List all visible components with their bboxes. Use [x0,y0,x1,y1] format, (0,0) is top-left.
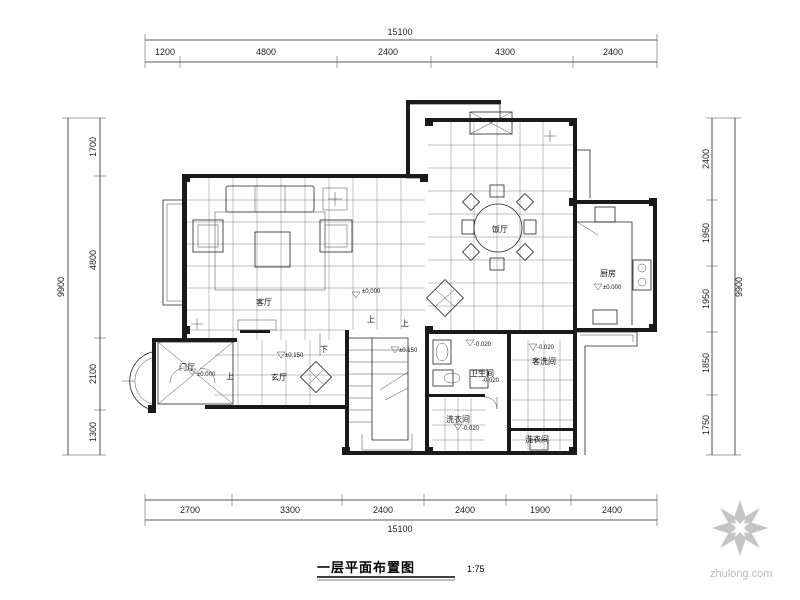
stair-down: 下 [320,345,328,354]
level-bath-a: -0.020 [474,342,492,348]
level-markers [187,283,603,431]
top-total-dim: 15100 [387,27,412,37]
sofa-set [192,185,353,291]
watermark-text: zhulong.com [710,568,772,580]
foyer-bay [122,351,153,411]
entry-floor-grid [215,340,345,407]
room-kitchen: 厨房 [600,268,616,278]
level-bath-b: -0.020 [482,378,500,384]
bottom-dim-2: 3300 [280,505,300,515]
room-entry-hall: 玄厅 [271,372,287,382]
room-foyer: 门厅 [179,362,195,372]
stair-up-2: 上 [401,319,409,328]
level-entry-b: ±0.150 [399,348,418,354]
level-kitchen: ±0.000 [603,285,622,291]
bath-floor-grid [432,340,575,452]
kitchen-bay [577,331,638,455]
level-entry-a: ±0.150 [285,353,304,359]
stairs [319,333,413,451]
left-dim-2: 4800 [88,250,98,270]
room-utility: 洗衣间 [525,434,549,444]
bathroom-fixtures [432,339,549,451]
bottom-total-dim: 15100 [387,524,412,534]
room-living: 客厅 [256,297,272,307]
room-labels: 客厅 饭厅 厨房 门厅 玄厅 客洗间 卫生间 洗衣间 洗衣间 [179,224,616,444]
top-dim-1: 1200 [155,47,175,57]
living-bay-window [162,199,182,306]
right-dim-4: 1850 [701,353,711,373]
left-total-dim: 9900 [56,277,66,297]
foyer-cabinet [157,319,277,405]
bottom-dim-6: 2400 [602,505,622,515]
living-floor-grid [185,178,425,340]
right-dim-5: 1750 [701,415,711,435]
drawing-title-text: 一层平面布置图 [317,560,415,576]
top-dim-3: 2400 [378,47,398,57]
top-dimension-chain: 15100 1200 4800 2400 4300 2400 [144,27,658,68]
bottom-dimension-chain: 2700 3300 2400 2400 1900 2400 15100 [144,494,658,534]
drawing-title: 一层平面布置图 1:75 [317,560,485,581]
left-dim-3: 2100 [88,364,98,384]
level-foyer: ±0.000 [197,372,216,378]
room-dining: 饭厅 [492,224,508,234]
right-dim-1: 2400 [701,149,711,169]
bottom-dim-1: 2700 [180,505,200,515]
left-dim-1: 1700 [88,137,98,157]
right-dim-2: 1950 [701,223,711,243]
right-dim-3: 1950 [701,289,711,309]
bottom-dim-3: 2400 [373,505,393,515]
top-dim-4: 4300 [495,47,515,57]
level-bath-c: -0.020 [537,345,555,351]
left-dim-4: 1300 [88,422,98,442]
decor-plants [191,130,556,394]
right-dimension-chain: 2400 1950 1950 1850 1750 9900 [701,117,744,456]
left-dimension-chain: 9900 1700 4800 2100 1300 [56,117,106,456]
dining-table [461,184,537,271]
room-laundry: 洗衣间 [446,414,470,424]
drawing-scale: 1:75 [467,564,485,574]
stair-labels: 上 上 下 上 [226,315,409,381]
stair-up-3: 上 [226,372,234,381]
kitchen-counter [576,206,652,325]
top-dim-5: 2400 [603,47,623,57]
level-labels: ±0.000 ±0.000 ±0.000 ±0.150 ±0.150 -0.02… [197,285,622,432]
walls [148,100,657,455]
stair-up-1: 上 [367,315,375,324]
room-guest-wash: 客洗间 [532,356,556,366]
right-total-dim: 9900 [734,277,744,297]
bottom-dim-4: 2400 [455,505,475,515]
top-dim-2: 4800 [256,47,276,57]
watermark-logo: zhulong.com [710,500,772,580]
room-bathroom: 卫生间 [470,368,494,378]
dining-terrace [406,103,591,198]
level-living: ±0.000 [362,289,381,295]
bottom-dim-5: 1900 [530,505,550,515]
level-laundry: -0.020 [462,426,480,432]
